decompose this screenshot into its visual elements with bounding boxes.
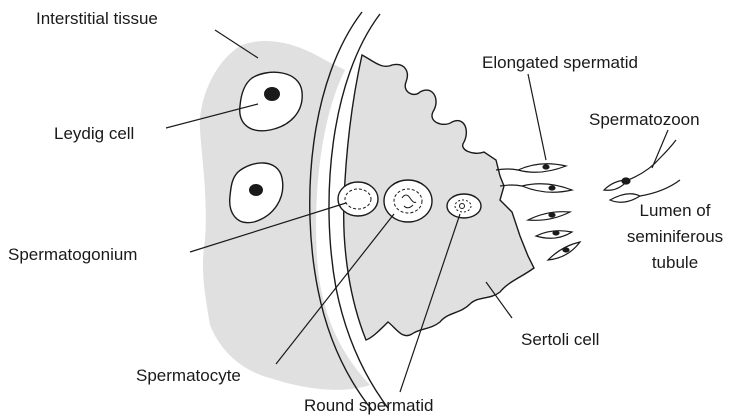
label-lumen-line-2: seminiferous [627,227,723,246]
label-round-spermatid: Round spermatid [304,396,433,415]
label-spermatogonium: Spermatogonium [8,245,137,264]
label-spermatozoon: Spermatozoon [589,110,700,129]
label-elongated-spermatid: Elongated spermatid [482,53,638,72]
label-lumen-line-1: Lumen of [640,201,711,220]
label-lumen-line-3: tubule [652,253,698,272]
spermatozoa [604,140,680,202]
spermatogonium-cell [338,182,378,216]
label-spermatocyte: Spermatocyte [136,366,241,385]
round-spermatid-cell [447,194,481,218]
label-interstitial-tissue: Interstitial tissue [36,9,158,28]
spermatocyte-cell [384,180,432,222]
label-sertoli-cell: Sertoli cell [521,330,599,349]
label-leydig-cell: Leydig cell [54,124,134,143]
